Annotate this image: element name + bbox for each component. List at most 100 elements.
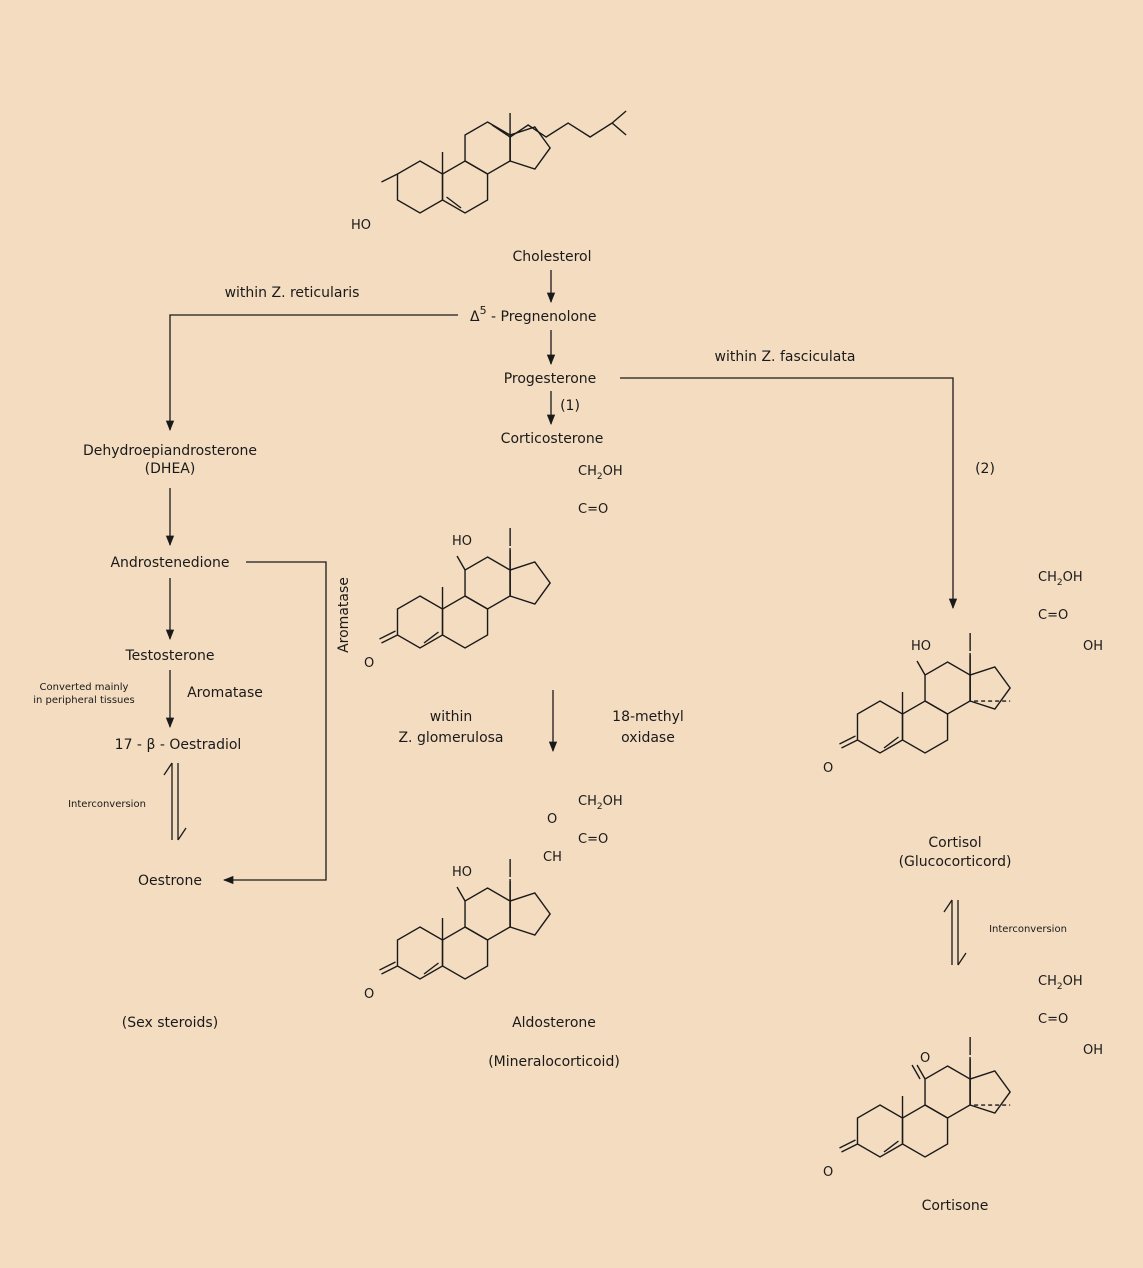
keto-c3-bond-2 (379, 630, 396, 640)
label-dhea: Dehydroepiandrosterone (83, 443, 257, 459)
ring-b (441, 595, 489, 649)
aldosterone-aldehyde-o: O (547, 812, 557, 827)
corticosterone-ch2oh: CH2OH (578, 464, 623, 482)
label-aldosterone: Aldosterone (512, 1015, 596, 1031)
aldosterone-ch: CH (543, 850, 562, 865)
arrow-progesterone-cortisol (620, 377, 958, 610)
cholesterol-structure (381, 110, 627, 214)
label-androstenedione: Androstenedione (110, 555, 229, 571)
ring-c (464, 121, 511, 175)
aldosterone-co: C=O (578, 832, 608, 847)
compound-labels: Cholesterol Δ5 - Pregnenolone Progestero… (83, 249, 1011, 1214)
ring-b (441, 926, 489, 980)
ring-c (464, 887, 511, 941)
c11-bond (456, 886, 466, 902)
annotation-oxidase-2: oxidase (621, 730, 675, 746)
cortisone-o11: O (920, 1051, 930, 1066)
label-glucocorticoid: (Glucocorticord) (899, 854, 1012, 870)
keto-c3-bond (841, 739, 858, 749)
ring-d (509, 561, 551, 605)
annotation-step-2: (2) (975, 461, 995, 477)
label-oestrone: Oestrone (138, 873, 202, 889)
corticosterone-o: O (364, 656, 374, 671)
label-mineralocorticoid: (Mineralocorticoid) (488, 1054, 620, 1070)
aldosterone-ch2oh: CH2OH (578, 794, 623, 812)
annotation-interconversion-left: Interconversion (68, 799, 146, 810)
c11-bond (916, 1064, 926, 1080)
double-bond-c5 (446, 196, 462, 209)
label-dhea-abbrev: (DHEA) (145, 461, 196, 477)
ring-b (901, 1104, 949, 1158)
annotations: within Z. reticularis within Z. fascicul… (33, 285, 1067, 935)
arrow-androstenedione-oestrone (222, 561, 327, 885)
keto-c3-bond (381, 965, 398, 975)
ring-d (969, 666, 1011, 710)
ring-c (924, 1065, 971, 1119)
pregnenolone-name: - Pregnenolone (487, 309, 597, 325)
cortisol-o: O (823, 761, 833, 776)
aldosterone-o: O (364, 987, 374, 1002)
cortisone-co: C=O (1038, 1012, 1068, 1027)
label-cortisone: Cortisone (922, 1198, 989, 1214)
annotation-aromatase: Aromatase (187, 685, 263, 701)
ring-b (441, 160, 489, 214)
keto-c3-bond-2 (379, 961, 396, 971)
keto-c3-bond (381, 634, 398, 644)
c11-bond (456, 555, 466, 571)
corticosterone-co: C=O (578, 502, 608, 517)
annotation-aromatase-vertical: Aromatase (336, 577, 352, 653)
ring-c (924, 661, 971, 715)
double-bond-c4 (423, 962, 439, 975)
aldosterone-ho: HO (452, 865, 472, 880)
c11-double-bond (911, 1064, 921, 1080)
annotation-converted-1: Converted mainly (40, 682, 129, 693)
ring-a (856, 700, 904, 754)
ring-c (464, 556, 511, 610)
label-progesterone: Progesterone (504, 371, 597, 387)
ring-d (969, 1070, 1011, 1114)
annotation-glomerulosa-1: within (430, 709, 472, 725)
delta-symbol: Δ (470, 309, 480, 325)
keto-c3-bond-2 (839, 1139, 856, 1149)
label-testosterone: Testosterone (124, 648, 214, 664)
terminal-methyl-a (611, 122, 627, 136)
keto-c3-bond (841, 1143, 858, 1153)
double-bond-c4 (883, 736, 899, 749)
aldosterone-structure (379, 859, 551, 980)
interconversion-barb-left-b (177, 827, 187, 841)
functional-groups: HO CH2OH C=O HO O CH2OH C=O O CH HO O CH… (351, 218, 1103, 1180)
ring-a (396, 926, 444, 980)
arrow-pregnenolone-dhea (165, 314, 458, 432)
side-chain-methyl (491, 124, 511, 138)
double-bond-c4 (883, 1140, 899, 1153)
annotation-oxidase-1: 18-methyl (612, 709, 684, 725)
label-corticosterone: Corticosterone (501, 431, 604, 447)
cortisol-ch2oh: CH2OH (1038, 570, 1083, 588)
annotation-step-1: (1) (560, 398, 580, 414)
cortisone-structure (839, 1037, 1011, 1158)
annotation-glomerulosa-2: Z. glomerulosa (398, 730, 503, 746)
double-bond-c4 (423, 631, 439, 644)
label-pregnenolone: Δ5 - Pregnenolone (470, 304, 597, 325)
delta-superscript: 5 (480, 304, 487, 317)
terminal-methyl-b (611, 110, 627, 124)
pathway-arrows (163, 270, 967, 966)
label-cholesterol: Cholesterol (512, 249, 591, 265)
ring-b (901, 700, 949, 754)
cortisol-oh: OH (1083, 639, 1103, 654)
keto-c3-bond-2 (839, 735, 856, 745)
ring-a (856, 1104, 904, 1158)
label-oestradiol: 17 - β - Oestradiol (115, 737, 242, 753)
corticosterone-ho: HO (452, 534, 472, 549)
annotation-converted-2: in peripheral tissues (33, 695, 135, 706)
cortisol-ho: HO (911, 639, 931, 654)
cortisone-oh: OH (1083, 1043, 1103, 1058)
corticosterone-structure (379, 528, 551, 649)
ring-a (396, 595, 444, 649)
ring-a (396, 160, 444, 214)
annotation-fasciculata: within Z. fasciculata (715, 349, 856, 365)
cholesterol-ho: HO (351, 218, 371, 233)
interconversion-barb-right-b (957, 952, 967, 966)
